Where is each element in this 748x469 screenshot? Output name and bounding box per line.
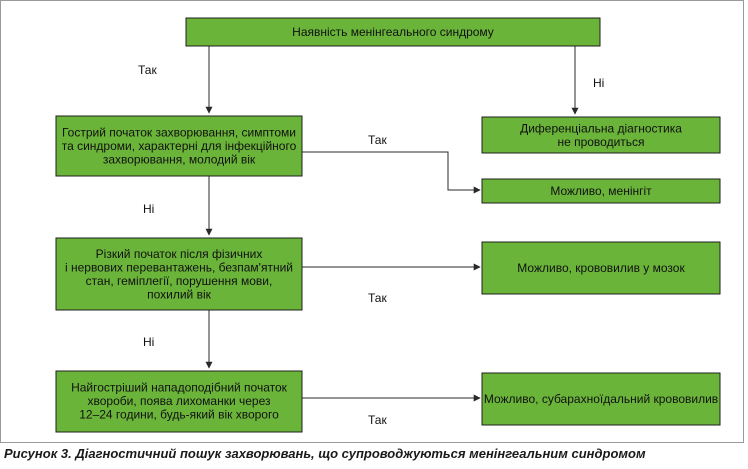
node-text-line: Наявність менінгеального синдрому [292,25,494,39]
edge-acute-to-meningitis [302,151,481,194]
node-text-line: Можливо, крововилив у мозок [517,261,685,275]
node-text: Можливо, крововилив у мозок [517,261,685,275]
node-meningitis: Можливо, менінгіт [481,178,721,204]
node-text-line: не проводиться [557,135,644,149]
connectors [205,46,579,402]
node-text-line: Можливо, субарахноїдальний крововилив [484,392,718,406]
diagram-frame [0,0,744,443]
node-text-line: захворювання, молодий вік [103,153,256,167]
node-text-line: стан, геміплегії, порушення мови, [86,274,273,288]
edge-labels: Так Ні Так Ні Так Ні Так [138,63,604,427]
node-subarachnoid-hemorrhage: Можливо, субарахноїдальний крововилив [481,372,721,426]
node-text-line: Гострий початок захворювання, симптоми [62,126,296,140]
flowchart: Так Ні Так Ні Так Ні Так Наявність менін… [55,17,721,433]
edge-label-syndrome-to-acute: Так [138,63,157,77]
edge-label-sharpest-to-subarachnoid: Так [368,413,387,427]
node-text-line: Диференціальна діагностика [520,121,682,135]
node-text-line: та синдроми, характерні для інфекційного [62,139,297,153]
node-text-line: і нервових перевантажень, безпам'ятний [65,260,293,274]
node-text-line: Найгостріший нападоподібний початок [71,381,288,395]
node-text: Можливо, субарахноїдальний крововилив [484,392,718,406]
node-text-line: Можливо, менінгіт [550,184,652,198]
edge-label-acute-to-sudden: Ні [143,202,154,216]
edge-label-acute-to-meningitis: Так [368,133,387,147]
node-text-line: хвороби, поява лихоманки через [87,394,271,408]
figure-caption: Рисунок 3. Діагностичний пошук захворюва… [4,446,646,461]
node-text-line: Різкий початок після фізичних [96,247,263,261]
node-brain-hemorrhage: Можливо, крововилив у мозок [481,241,721,295]
edge-label-syndrome-to-no-diagnostics: Ні [593,76,604,90]
edge-label-sudden-to-sharpest: Ні [143,335,154,349]
node-text: Можливо, менінгіт [550,184,652,198]
node-text-line: похилий вік [147,287,212,301]
node-text-line: 12–24 години, будь-який вік хворого [79,408,279,422]
edge-label-sudden-to-brain: Так [368,291,387,305]
node-text: Наявність менінгеального синдрому [292,25,494,39]
node-meningeal-syndrome: Наявність менінгеального синдрому [185,17,601,47]
